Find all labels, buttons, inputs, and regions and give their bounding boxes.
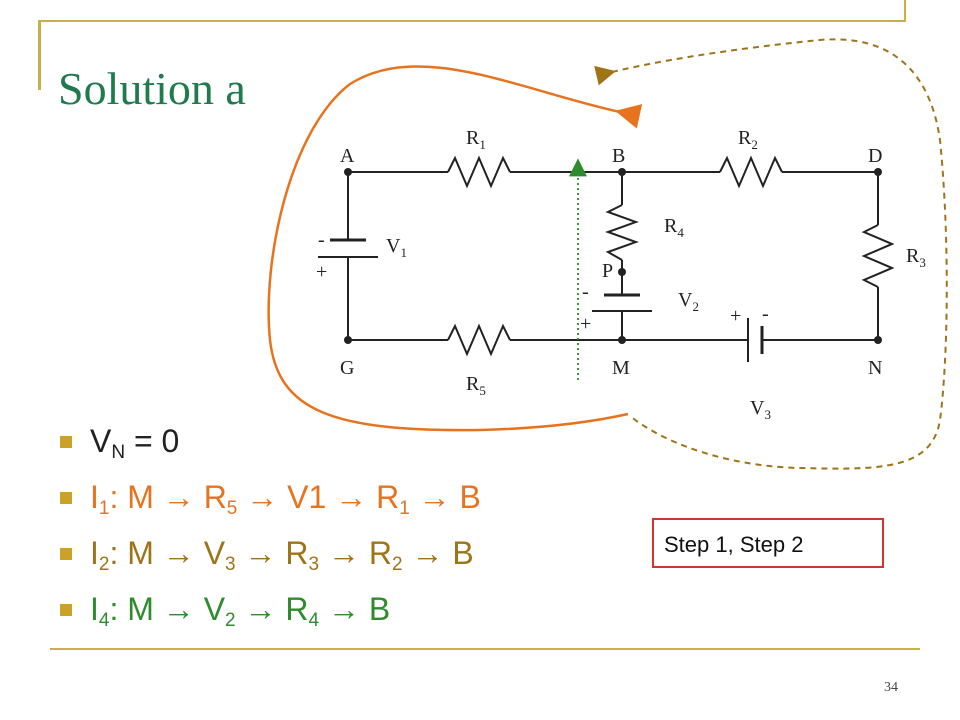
bullet-vn: VN = 0 [58,418,481,474]
label-r3: R3 [906,245,926,270]
subscript: 2 [225,610,236,631]
node-label-n: N [868,357,882,379]
bullet-square-icon [60,436,72,448]
subscript: 1 [98,498,110,519]
v3-plus-sign: + [730,305,741,327]
bullet-text: : M → V [109,591,226,627]
node-m-dot [618,336,626,344]
v1-plus-sign: + [316,261,327,283]
bullet-text: → R [235,535,309,571]
v1-minus-sign: - [318,229,325,251]
label-v1: V1 [386,235,407,260]
subscript: 4 [98,610,110,631]
bullet-square-icon [60,604,72,616]
page-number: 34 [884,680,898,695]
subscript: N [111,442,126,463]
bullet-text: I [90,479,99,515]
node-g-dot [344,336,352,344]
label-r5: R5 [466,373,486,398]
resistor-r1-zigzag [447,155,511,189]
node-p-dot [618,268,626,276]
node-a-dot [344,168,352,176]
label-r4: R4 [664,215,684,240]
battery-v3 [747,318,764,362]
slide-title: Solution a [58,63,246,114]
label-r2: R2 [738,127,758,152]
frame-left-line [38,20,41,90]
frame-top-right-line [904,0,906,22]
node-label-m: M [612,357,630,379]
label-v2: V2 [678,289,699,314]
battery-v1 [318,238,378,258]
node-label-d: D [868,145,882,167]
bullet-text: I [90,591,99,627]
resistor-r3-zigzag [861,224,895,288]
bullet-list: VN = 0 I1: M → R5 → V1 → R1 → B I2: M → … [58,418,481,642]
subscript: 2 [391,554,403,575]
bullet-text: = 0 [125,423,180,459]
v3-minus-sign: - [762,303,769,325]
subscript: 4 [308,610,320,631]
bullet-text: → V1 → R [237,479,400,515]
resistor-r4-zigzag [605,204,639,261]
bullet-square-icon [60,548,72,560]
current-path-i2 [594,38,948,470]
bullet-text: → R [235,591,309,627]
bullet-i2: I2: M → V3 → R3 → R2 → B [58,530,481,586]
node-d-dot [874,168,882,176]
bullet-text: → R [319,535,392,571]
bullet-i1: I1: M → R5 → V1 → R1 → B [58,474,481,530]
subscript: 1 [399,498,410,519]
bullet-text: V [90,423,112,459]
label-v3: V3 [750,397,771,422]
bullet-text: I [90,535,99,571]
bullet-text: → B [319,591,391,627]
bullet-text: : M → R [109,479,227,515]
label-r1: R1 [466,127,486,152]
node-label-g: G [340,357,354,379]
resistor-r2-zigzag [719,155,783,189]
subscript: 3 [225,554,236,575]
bullet-text: → B [402,535,474,571]
battery-v2 [592,293,652,312]
frame-bottom-line [50,648,920,650]
resistor-r5-zigzag [447,323,511,357]
subscript: 5 [226,498,238,519]
bullet-text: → B [409,479,481,515]
frame-top-line [38,20,904,22]
step-label-box: Step 1, Step 2 [652,518,884,568]
v2-plus-sign: + [580,313,591,335]
bullet-i4: I4: M → V2 → R4 → B [58,586,481,642]
node-b-dot [618,168,626,176]
subscript: 3 [308,554,320,575]
bullet-text: : M → V [109,535,226,571]
current-path-i1 [267,65,643,432]
node-label-a: A [340,145,355,167]
node-label-b: B [612,145,625,167]
subscript: 2 [98,554,110,575]
node-n-dot [874,336,882,344]
node-label-p: P [602,260,613,282]
bullet-square-icon [60,492,72,504]
v2-minus-sign: - [582,281,589,303]
